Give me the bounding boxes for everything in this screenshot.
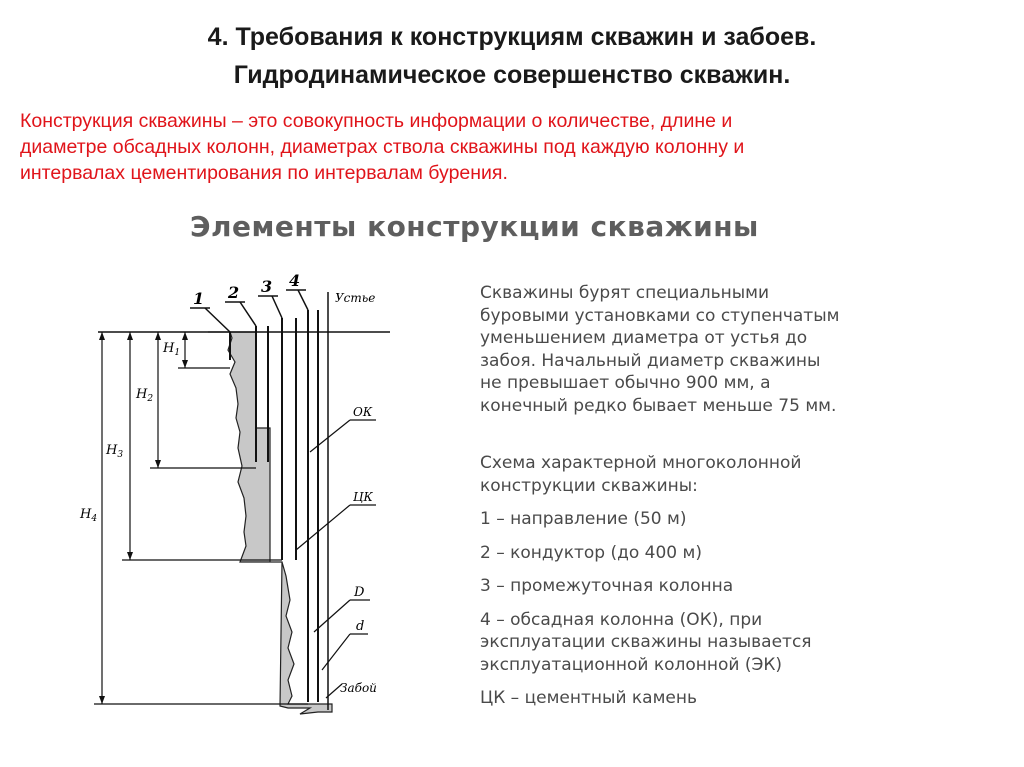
description-line-2: буровыми установками со ступенчатым <box>480 305 840 326</box>
wellhead-label: Устье <box>335 291 375 305</box>
description-line-6: конечный редко бывает меньше 75 мм. <box>480 395 837 416</box>
description-text: Скважины бурят специальными буровыми уст… <box>480 282 980 417</box>
scheme-item-4-line-2: эксплуатации скважины называется <box>480 632 812 652</box>
scheme-item-2: 2 – кондуктор (до 400 м) <box>480 542 702 563</box>
definition-line-2: диаметре обсадных колонн, диаметрах ство… <box>20 136 745 158</box>
depth-dimensions <box>94 332 308 705</box>
column-number-2: 2 <box>227 283 239 302</box>
callout-d-big: D <box>353 585 365 600</box>
description-line-4: забоя. Начальный диаметр скважины <box>480 350 821 371</box>
column-number-1: 1 <box>193 289 204 308</box>
scheme-item-4-line-3: эксплуатационной колонной (ЭК) <box>480 654 783 675</box>
well-construction-diagram: 1 2 3 4 Устье H1 H2 H3 <box>79 271 390 715</box>
scheme-item-4: 4 – обсадная колонна (ОК), при эксплуата… <box>480 609 1000 677</box>
definition-line-1: Конструкция скважины – это совокупность … <box>20 110 733 132</box>
scheme-item-5: ЦК – цементный камень <box>480 688 697 708</box>
depth-label-h3: H3 <box>105 443 123 460</box>
scheme-item-4-line-1: 4 – обсадная колонна (ОК), при <box>480 609 763 630</box>
callout-d-small: d <box>356 619 364 634</box>
scheme-heading-line-1: Схема характерной многоколонной <box>480 453 802 473</box>
callout-bottom: Забой <box>340 681 377 695</box>
title-line-1: 4. Требования к конструкциям скважин и з… <box>207 23 817 51</box>
casing-columns <box>229 292 329 710</box>
scheme-heading: Схема характерной многоколонной конструк… <box>480 452 1000 497</box>
description-line-5: не превышает обычно 900 мм, а <box>480 373 771 393</box>
cement-fill <box>208 331 333 715</box>
depth-label-h2: H2 <box>135 387 153 404</box>
depth-label-h4: H4 <box>79 507 97 524</box>
description-line-3: уменьшением диаметра от устья до <box>480 328 808 348</box>
scheme-item-3: 3 – промежуточная колонна <box>480 576 734 596</box>
callout-ok: ОК <box>353 405 373 419</box>
callout-ck: ЦК <box>353 490 373 504</box>
scheme-item-1: 1 – направление (50 м) <box>480 509 687 529</box>
definition-text: Конструкция скважины – это совокупность … <box>20 108 1008 186</box>
title-line-2: Гидродинамическое совершенство скважин. <box>233 61 791 89</box>
section-heading: Элементы конструкции скважины <box>190 210 759 243</box>
slide-title: 4. Требования к конструкциям скважин и з… <box>0 18 1024 94</box>
description-line-1: Скважины бурят специальными <box>480 283 769 303</box>
definition-line-3: интервалах цементирования по интервалам … <box>20 162 508 184</box>
scheme-heading-line-2: конструкции скважины: <box>480 475 698 496</box>
depth-label-h1: H1 <box>162 341 180 358</box>
column-number-4: 4 <box>289 271 300 290</box>
column-number-3: 3 <box>261 277 272 296</box>
scheme-list: Схема характерной многоколонной конструк… <box>480 452 1000 710</box>
